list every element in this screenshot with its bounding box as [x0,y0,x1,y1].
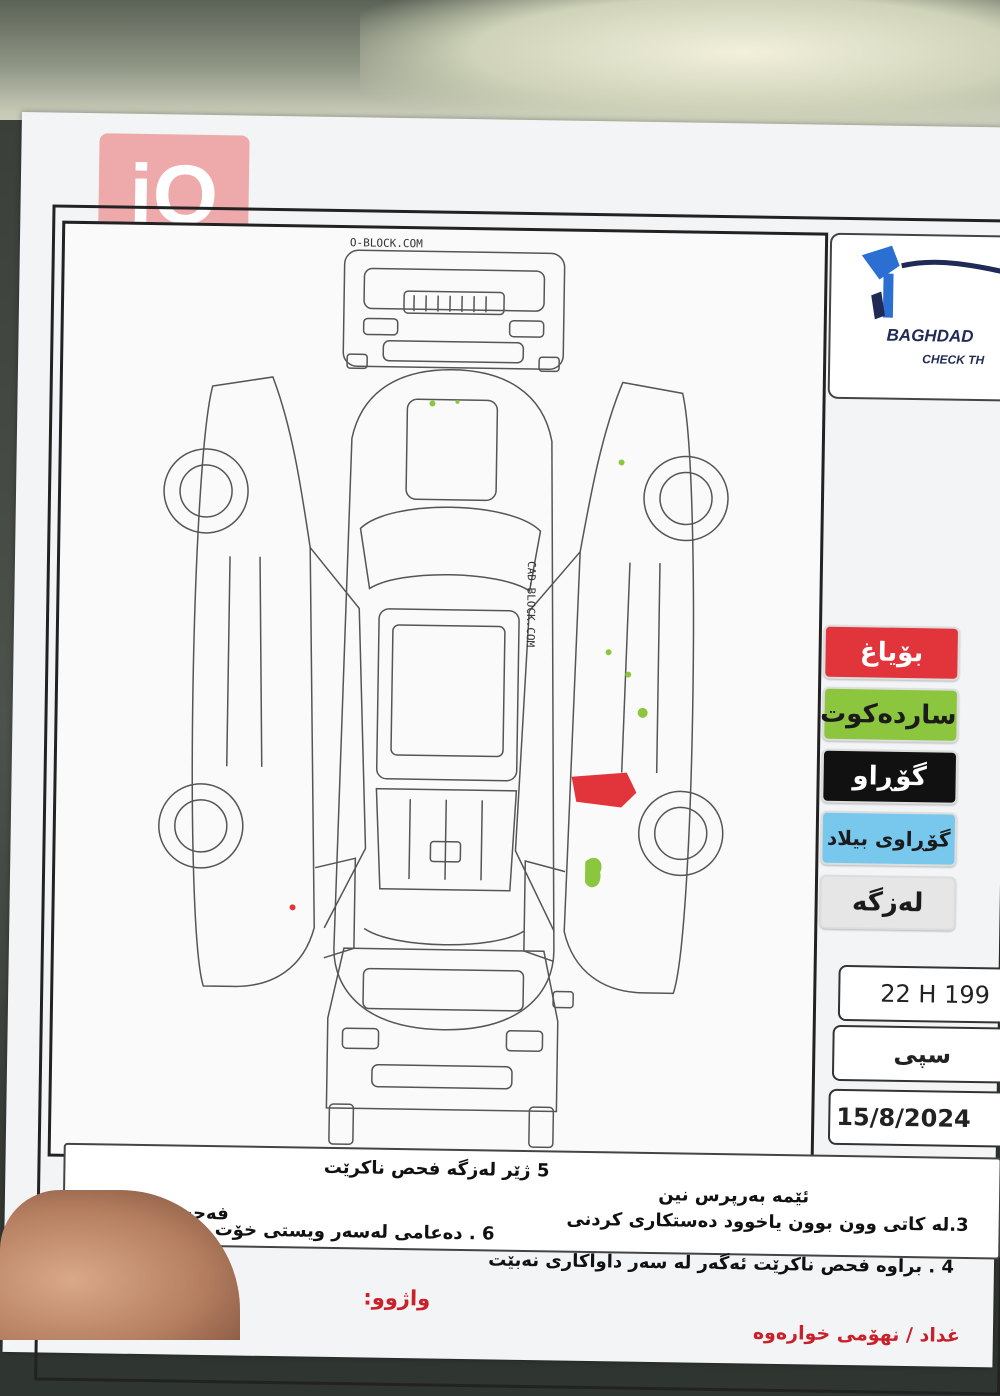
damage-mark-putty [429,400,435,406]
damage-mark-putty [638,708,648,718]
damage-mark-putty [585,858,602,888]
car-top-view [333,368,563,1031]
rule-tampering: 3.لە كاتی وون بوون یاخوود دەستكاری كردنی [566,1209,969,1236]
legend-replaced-original: گۆڕاوی بیلاد [820,811,957,867]
plate-number-field: 22 H 199 [838,965,1000,1024]
background-glare [360,0,1000,130]
legend-replaced: گۆڕاو [821,749,958,805]
legend-putty: سارده‌كوت [822,687,959,743]
rule-claims: 6 . دەعامی لەسەر ویستی خۆت [214,1219,494,1244]
damage-mark-paint [571,772,637,808]
signature-label: واژوو: [363,1286,430,1311]
logo-title: BAGHDAD [886,326,973,347]
inspection-date-field: 15/8/2024 [828,1089,1000,1148]
diagram-credit-side: CAD-BLOCK.COM [524,561,538,648]
car-diagram-frame: O-BLOCK.COM CAD-BLOCK.COM [48,221,829,1169]
inspection-sheet: iQ [3,112,1000,1367]
damage-mark-putty [606,649,612,655]
car-color-field: سپی [832,1025,1000,1084]
car-left-side-view [156,375,373,988]
car-diagram: O-BLOCK.COM CAD-BLOCK.COM [51,224,826,1166]
damage-mark-paint [289,904,295,910]
logo-subtitle: CHECK TH [922,352,984,367]
company-logo: BAGHDAD CHECK TH [828,233,1000,402]
rule-underbody: 5 ژێر لەزگە فحص ناكرێت [324,1157,550,1182]
damage-mark-putty [619,459,625,465]
diagram-credit-top: O-BLOCK.COM [350,236,423,250]
footer-address: غداد / نهۆمی خوارەوە [753,1322,960,1347]
legend-underbody: لەزگە [819,875,956,931]
legend-paint: بۆیاغ [823,625,960,681]
rule-responsibility: ئێمە بەرپرس نین [658,1184,809,1207]
car-right-side-view [513,381,730,994]
spray-gun-icon [831,235,1000,338]
car-front-view [343,250,565,371]
car-rear-view [326,948,574,1148]
